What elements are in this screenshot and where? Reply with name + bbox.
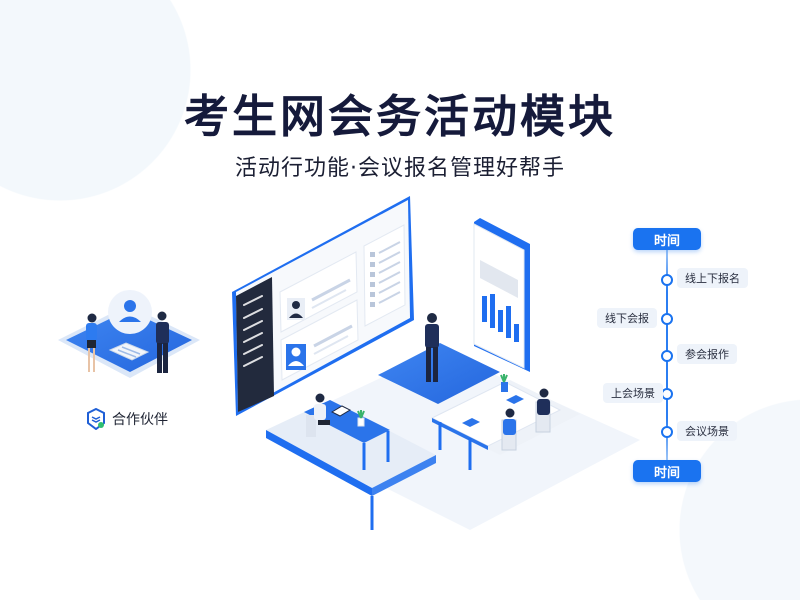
phone-device [473,218,530,372]
timeline-dot [661,274,673,286]
presenter-scene [378,313,500,404]
phone-bar-chart [482,294,519,342]
timeline-item-5[interactable]: 会议场景 [677,421,737,441]
man-figure [156,311,169,373]
timeline-item-3[interactable]: 参会报作 [677,344,737,364]
timeline-item-4[interactable]: 上会场景 [603,383,663,403]
timeline-dot [661,426,673,438]
timeline-item-1[interactable]: 线上下报名 [677,268,748,288]
partner-scene [58,290,200,378]
page-title: 考生网会务活动模块 [183,90,616,143]
timeline-dot [661,350,673,362]
timeline-dot [661,313,673,325]
timeline-end-pill[interactable]: 时间 [633,460,701,482]
page-subtitle: 活动行功能·会议报名管理好帮手 [235,156,565,181]
timeline-start-pill[interactable]: 时间 [633,228,701,250]
screen-sidebar [236,277,274,412]
meeting-table [430,374,580,470]
floor-base [270,350,640,530]
woman-figure [86,313,97,372]
monitor-screen [232,196,414,416]
partner-shield-icon [87,408,105,430]
partner-label: 合作伙伴 [86,408,168,430]
desk-platform [266,393,436,530]
partner-label-text: 合作伙伴 [112,412,168,428]
timeline-item-2[interactable]: 线下会报 [597,308,657,328]
